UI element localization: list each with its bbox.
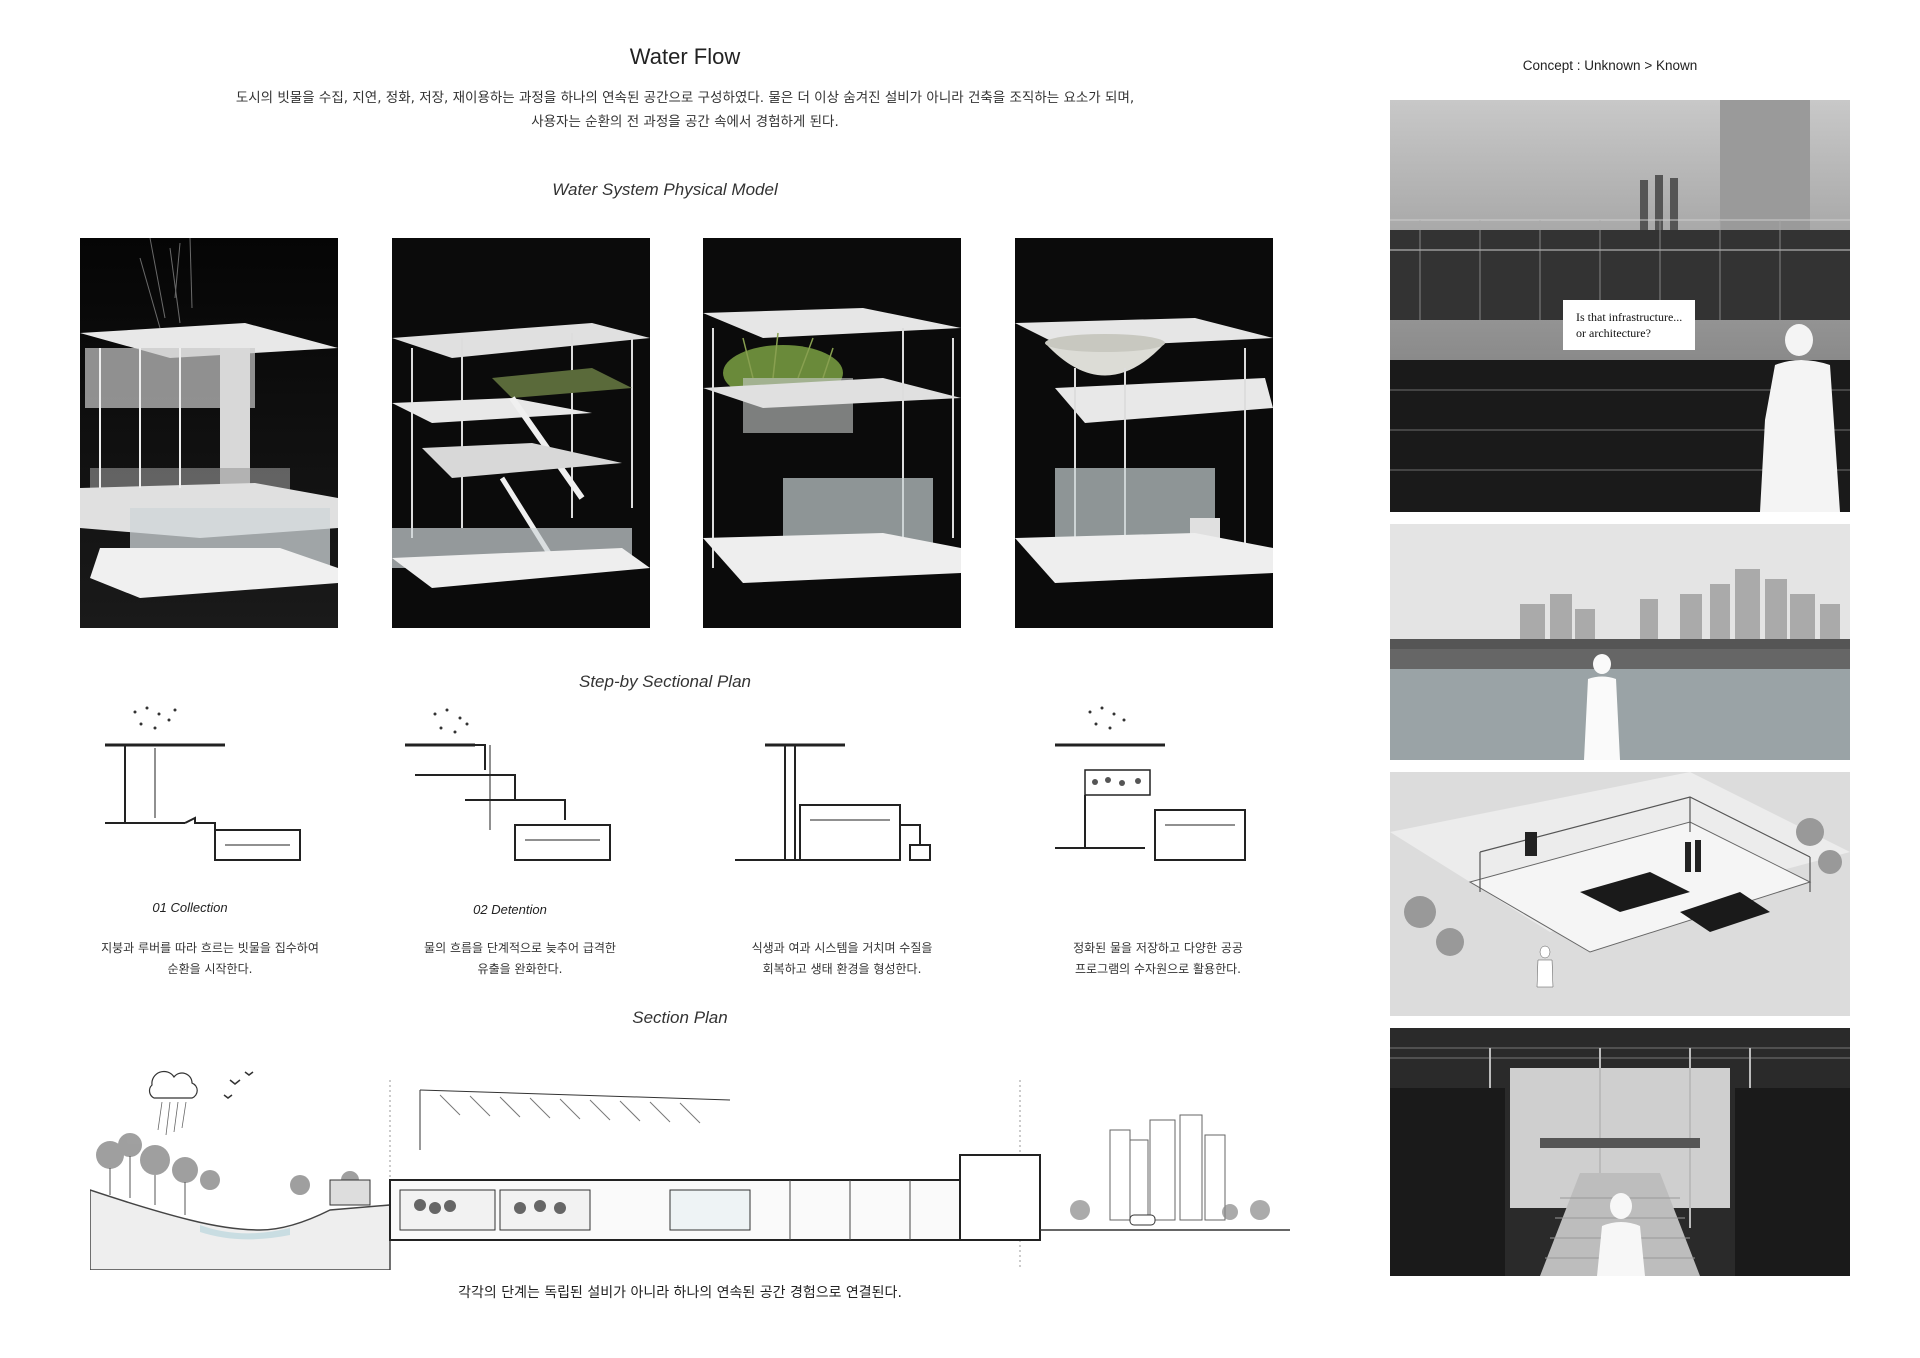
step-label-detention: 02 Detention — [473, 902, 547, 917]
rain-cloud-icon — [148, 1070, 198, 1136]
sectional-plan-title: Step-by Sectional Plan — [579, 672, 751, 691]
step-diagram-collection — [95, 700, 325, 880]
section-plan-title: Section Plan — [632, 1008, 728, 1027]
section-plan-drawing — [90, 1060, 1290, 1270]
intro-line-1: 도시의 빗물을 수집, 지연, 정화, 저장, 재이용하는 과정을 하나의 연속… — [235, 90, 1135, 106]
model-section-title: Water System Physical Model — [552, 180, 778, 199]
concept-panel-riverside: Is that infrastructure... or architectur… — [1390, 100, 1850, 512]
step-desc-line: 물의 흐름을 단계적으로 늦추어 급격한 — [424, 941, 616, 955]
step-desc-line: 식생과 여과 시스템을 거치며 수질을 — [751, 941, 933, 955]
intro-text: 도시의 빗물을 수집, 지연, 정화, 저장, 재이용하는 과정을 하나의 연속… — [180, 86, 1190, 134]
step-desc-line: 지붕과 루버를 따라 흐르는 빗물을 집수하여 — [101, 941, 319, 955]
step-desc-line: 회복하고 생태 환경을 형성한다. — [762, 962, 922, 976]
bubble-line-1: Is that infrastructure... — [1576, 310, 1683, 324]
step-desc-collection: 지붕과 루버를 따라 흐르는 빗물을 집수하여 순환을 시작한다. — [80, 938, 340, 980]
bubble-line-2: or architecture? — [1576, 326, 1651, 340]
step-label-collection: 01 Collection — [152, 900, 228, 915]
step-desc-line: 정화된 물을 저장하고 다양한 공공 — [1073, 941, 1243, 955]
speech-bubble: Is that infrastructure... or architectur… — [1563, 300, 1696, 350]
concept-title: Concept : Unknown > Known — [1522, 58, 1698, 73]
model-photo-detention — [392, 238, 650, 628]
step-desc-line: 프로그램의 수자원으로 활용한다. — [1074, 962, 1241, 976]
step-desc-line: 유출을 완화한다. — [477, 962, 563, 976]
section-caption: 각각의 단계는 독립된 설비가 아니라 하나의 연속된 공간 경험으로 연결된다… — [458, 1285, 902, 1301]
step-desc-detention: 물의 흐름을 단계적으로 늦추어 급격한 유출을 완화한다. — [390, 938, 650, 980]
step-desc-filtration: 식생과 여과 시스템을 거치며 수질을 회복하고 생태 환경을 형성한다. — [712, 938, 972, 980]
model-photo-collection — [80, 238, 338, 628]
step-diagram-filtration — [735, 700, 965, 880]
person-silhouette-icon — [1760, 324, 1840, 512]
concept-panel-cityscape — [1390, 524, 1850, 760]
concept-panel-interior — [1390, 1028, 1850, 1276]
concept-panel-axonometric — [1390, 772, 1850, 1016]
model-photo-storage — [1015, 238, 1273, 628]
step-desc-storage: 정화된 물을 저장하고 다양한 공공 프로그램의 수자원으로 활용한다. — [1028, 938, 1288, 980]
intro-line-2: 사용자는 순환의 전 과정을 공간 속에서 경험하게 된다. — [531, 114, 839, 130]
step-desc-line: 순환을 시작한다. — [167, 962, 253, 976]
step-diagram-storage — [1050, 700, 1280, 880]
bird-icon — [223, 1071, 254, 1099]
model-photo-filtration — [703, 238, 961, 628]
page-title: Water Flow — [629, 44, 741, 69]
step-diagram-detention — [405, 700, 635, 880]
